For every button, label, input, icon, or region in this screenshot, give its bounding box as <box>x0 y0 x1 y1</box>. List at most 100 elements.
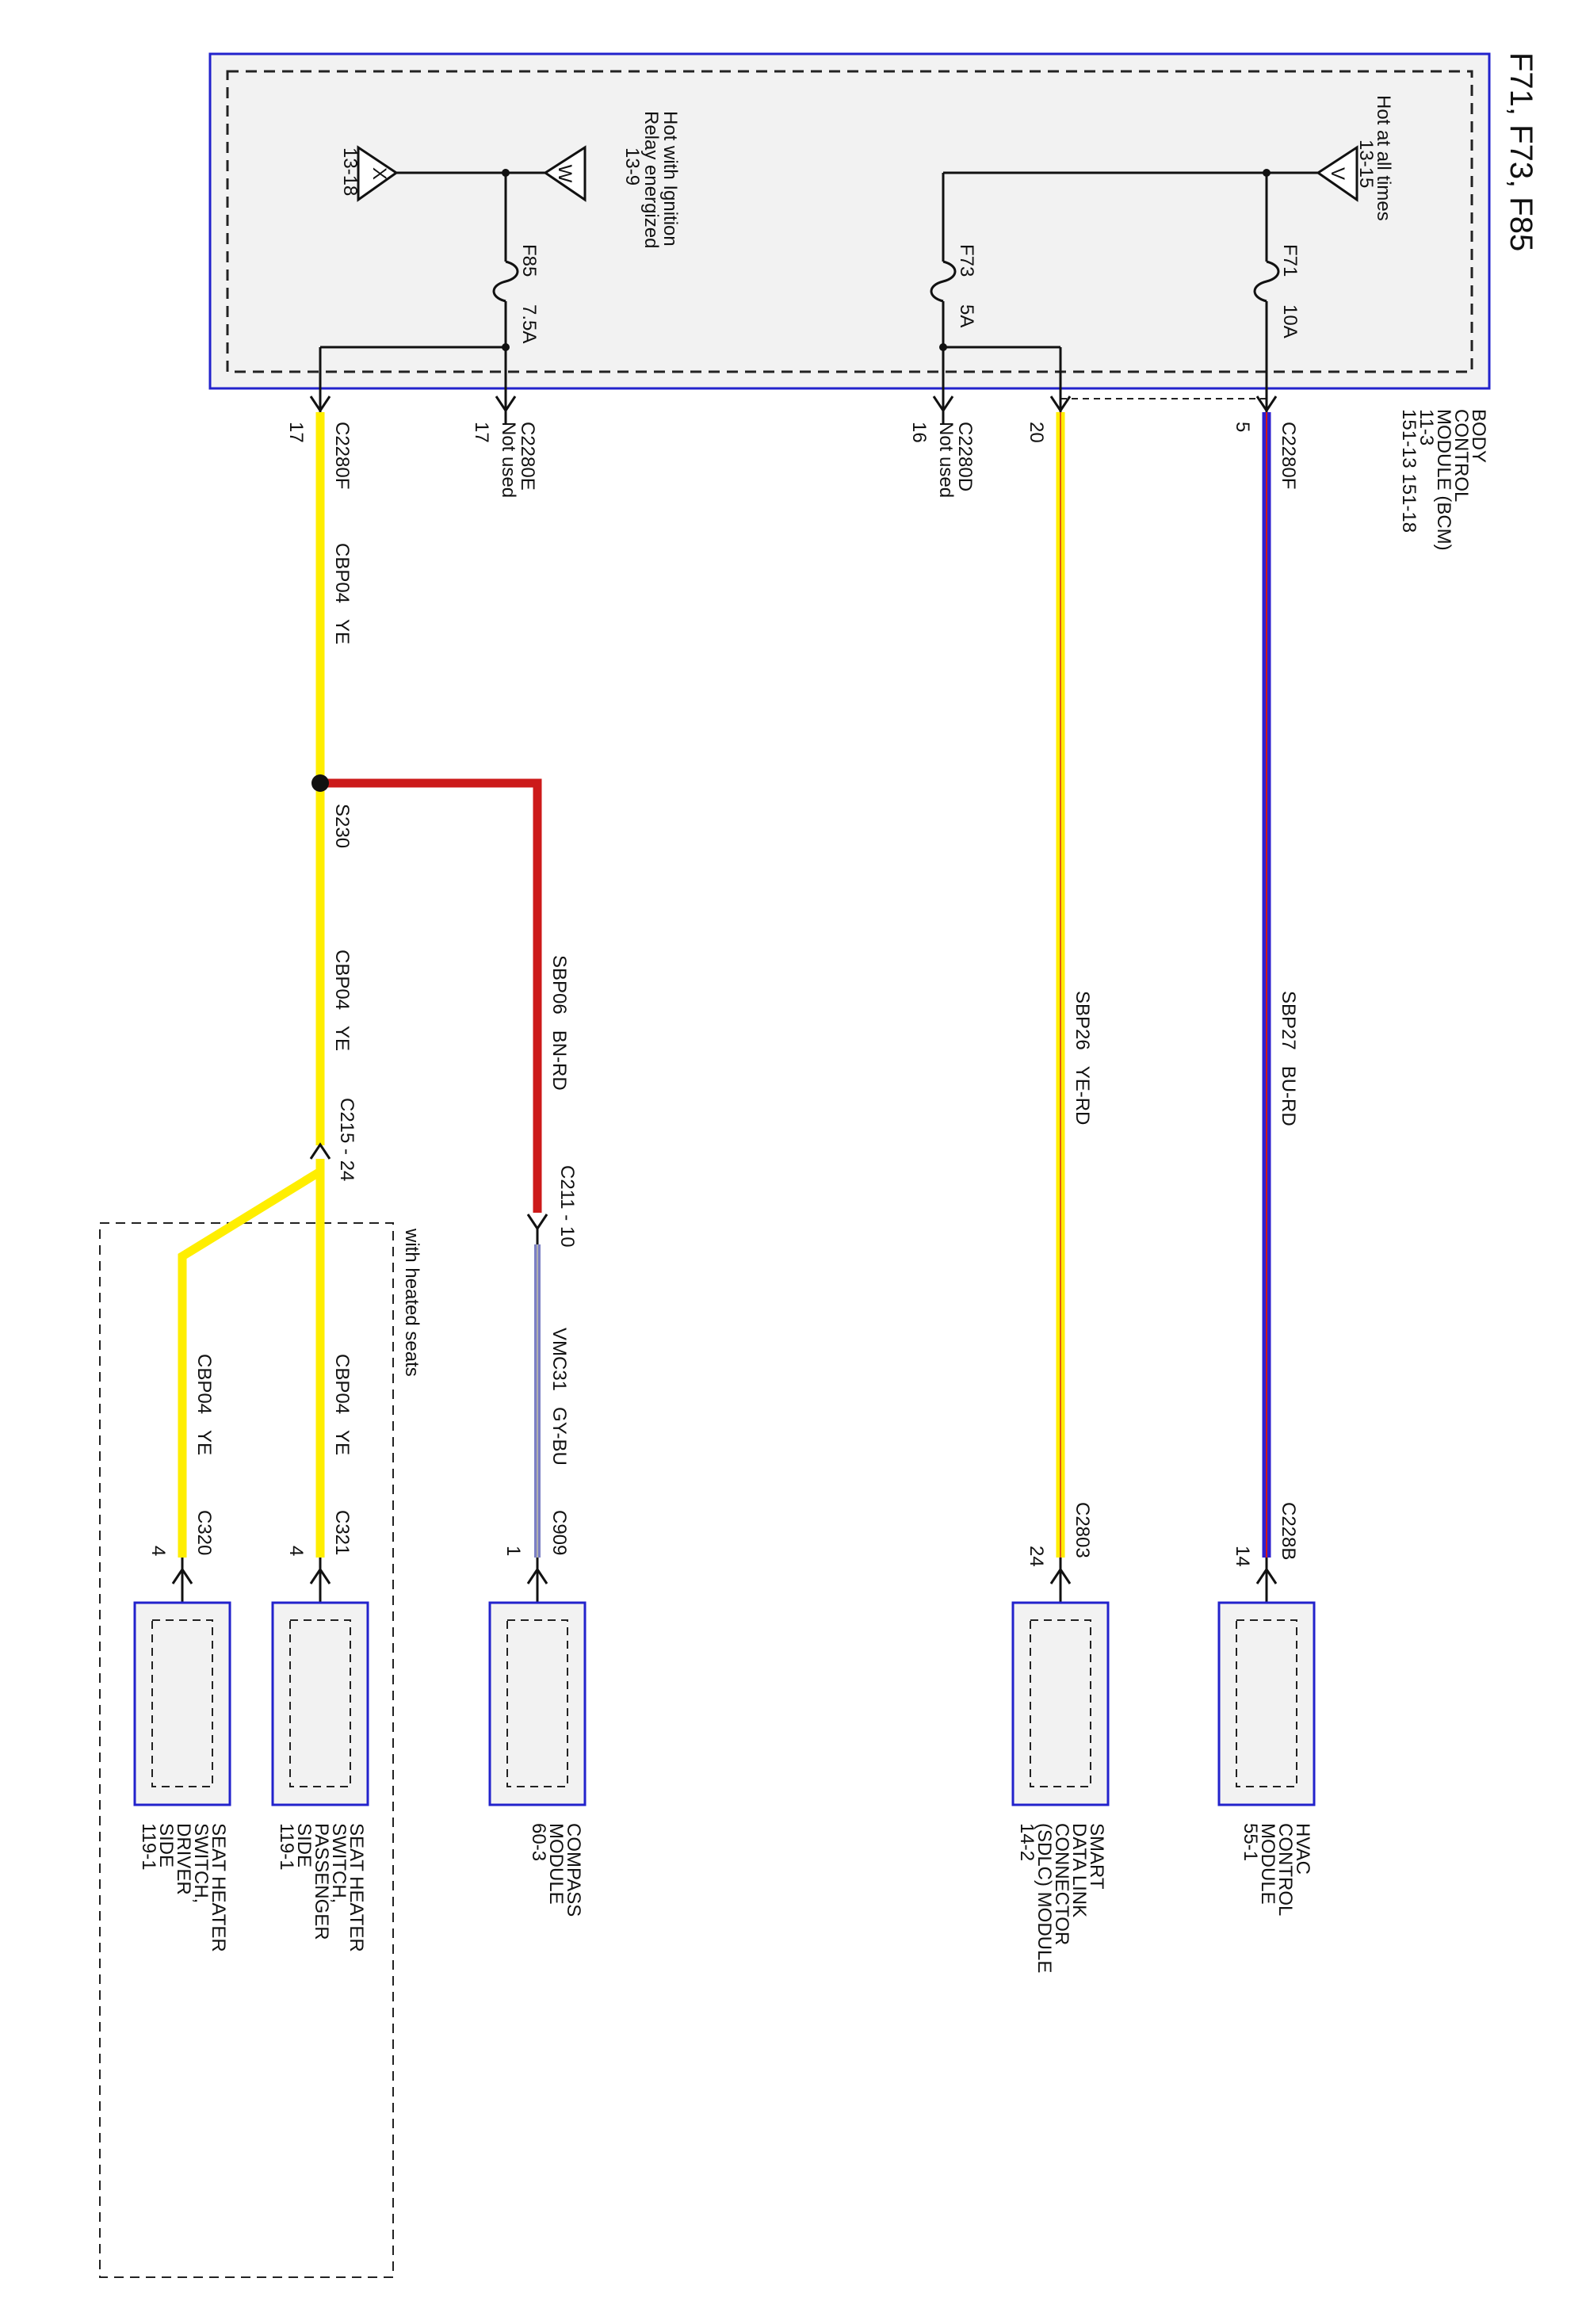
fuse-f71-label: F71 <box>1279 244 1301 277</box>
fuse-f73-label: F73 <box>956 244 977 277</box>
svg-text:V: V <box>1327 167 1348 180</box>
source-x: X 13-18 <box>339 145 399 202</box>
wire-cbp04-b-label: CBP04YE <box>331 950 353 1051</box>
pin-20-number: 20 <box>1026 422 1047 443</box>
pin-17e-number: 17 <box>471 422 492 443</box>
pin-17f-number: 17 <box>285 422 307 443</box>
source-w-label-2: Relay energized <box>640 111 662 248</box>
pin-5-connector: C2280F <box>1278 422 1299 489</box>
source-w: W Hot with Ignition Relay energized 13-9 <box>543 111 681 248</box>
svg-text:119-1: 119-1 <box>138 1823 159 1871</box>
bcm-enclosure <box>208 52 1491 390</box>
fuse-f71-symbol <box>1253 260 1280 303</box>
dest-sdlc-connector: C2803 <box>1072 1502 1093 1558</box>
pin-17e-connector: C2280E <box>517 422 538 491</box>
svg-text:DRIVER: DRIVER <box>173 1823 194 1895</box>
fuse-f73-rating: 5A <box>956 304 977 327</box>
dest-hvac-pin: 14 <box>1232 1546 1253 1567</box>
inline-c211-label: C211 - 10 <box>556 1165 578 1248</box>
module-hvac-label: HVAC CONTROL MODULE 55-1 <box>1240 1823 1313 1916</box>
fuse-f85-label: F85 <box>518 244 540 277</box>
svg-text:SMART: SMART <box>1086 1823 1107 1890</box>
source-w-triangle <box>543 145 587 202</box>
fuse-f71-rating: 10A <box>1279 304 1301 338</box>
module-seat-heater-driver <box>133 1601 231 1806</box>
module-seat-heater-driver-label: SEAT HEATER SWITCH, DRIVER SIDE 119-1 <box>138 1823 229 1952</box>
module-seat-heater-passenger-label: SEAT HEATER SWITCH, PASSENGER SIDE 119-1 <box>276 1823 367 1952</box>
inline-c211-symbol <box>526 1214 548 1231</box>
fuse-f85-symbol <box>492 260 519 303</box>
svg-text:(SDLC) MODULE: (SDLC) MODULE <box>1034 1823 1055 1973</box>
junction-dot <box>1263 169 1271 177</box>
wire-cbp04-a-label: CBP04YE <box>331 543 353 644</box>
fuse-f85-rating: 7.5A <box>518 304 540 343</box>
svg-text:BODY: BODY <box>1468 409 1489 463</box>
svg-text:W: W <box>554 165 575 183</box>
splice-s230-label: S230 <box>331 804 353 848</box>
dest-compass-pin: 1 <box>502 1546 524 1556</box>
dest-seat-drv-connector: C320 <box>193 1510 215 1555</box>
svg-text:60-3: 60-3 <box>528 1823 549 1861</box>
option-heated-seats-boundary <box>99 1222 394 2278</box>
fuse-f73-symbol <box>930 260 957 303</box>
module-sdlc <box>1011 1601 1110 1806</box>
svg-text:MODULE: MODULE <box>545 1823 567 1905</box>
module-sdlc-label: SMART DATA LINK CONNECTOR (SDLC) MODULE … <box>1016 1823 1107 1973</box>
svg-text:SWITCH,: SWITCH, <box>190 1823 212 1903</box>
svg-text:SIDE: SIDE <box>155 1823 177 1867</box>
inline-c215-symbol <box>309 1142 331 1160</box>
module-seat-heater-passenger <box>271 1601 369 1806</box>
pin-16-number: 16 <box>908 422 930 443</box>
pin-16-note: Not used <box>935 422 957 498</box>
module-compass <box>488 1601 587 1806</box>
source-x-triangle <box>357 145 399 202</box>
source-x-ref: 13-18 <box>339 147 361 196</box>
pin-5-number: 5 <box>1232 422 1253 432</box>
wire-cbp04-c-label: CBP04YE <box>331 1354 353 1455</box>
wire-sbp26-label: SBP26YE-RD <box>1072 991 1093 1125</box>
source-w-label: Hot with Ignition <box>659 111 681 247</box>
svg-text:SWITCH,: SWITCH, <box>328 1823 350 1903</box>
svg-text:PASSENGER: PASSENGER <box>311 1823 332 1940</box>
svg-text:HVAC: HVAC <box>1292 1823 1313 1875</box>
module-hvac <box>1217 1601 1316 1806</box>
pin-17f-connector: C2280F <box>331 422 353 489</box>
inline-c215-label: C215 - 24 <box>336 1098 357 1181</box>
dest-seat-drv-pin: 4 <box>147 1546 169 1556</box>
svg-text:119-1: 119-1 <box>276 1823 297 1871</box>
svg-text:14-2: 14-2 <box>1016 1823 1037 1861</box>
wire-cbp04-driver <box>178 1168 323 1558</box>
source-v: V Hot at all times 13-15 <box>1316 95 1394 221</box>
svg-text:CONNECTOR: CONNECTOR <box>1051 1823 1072 1945</box>
dest-seat-pass-connector: C321 <box>331 1510 353 1555</box>
bcm-label: BODY CONTROL MODULE (BCM) 11-3 151-13 15… <box>1398 409 1489 551</box>
junction-dot <box>502 343 510 351</box>
wire-sbp06-label: SBP06BN-RD <box>548 955 570 1091</box>
junction-dot <box>502 169 510 177</box>
svg-text:55-1: 55-1 <box>1240 1823 1261 1861</box>
wire-sbp27-label: SBP27BU-RD <box>1278 991 1299 1126</box>
destination-arrows <box>171 1558 1278 1603</box>
wire-sbp06 <box>320 778 542 1213</box>
pin-17e-note: Not used <box>498 422 519 498</box>
svg-text:SIDE: SIDE <box>293 1823 315 1867</box>
wire-vmc31-label: VMC31GY-BU <box>548 1328 570 1466</box>
wire-cbp04-d-label: CBP04YE <box>193 1354 215 1455</box>
bcm-internal-boundary <box>226 70 1473 373</box>
option-heated-seats-label: with heated seats <box>401 1228 422 1377</box>
svg-text:DATA LINK: DATA LINK <box>1068 1823 1090 1917</box>
junction-dot <box>939 343 947 351</box>
pin-16-connector: C2280D <box>954 422 976 491</box>
dest-sdlc-pin: 24 <box>1026 1546 1047 1567</box>
svg-text:MODULE (BCM): MODULE (BCM) <box>1433 409 1454 551</box>
svg-text:X: X <box>369 167 390 180</box>
splice-s230 <box>311 774 329 792</box>
dest-compass-connector: C909 <box>548 1510 570 1555</box>
svg-text:MODULE: MODULE <box>1257 1823 1278 1905</box>
source-w-ref: 13-9 <box>621 147 643 185</box>
svg-text:COMPASS: COMPASS <box>563 1823 584 1917</box>
dest-hvac-connector: C228B <box>1278 1502 1299 1560</box>
svg-text:CONTROL: CONTROL <box>1450 409 1472 502</box>
source-v-label: Hot at all times <box>1373 95 1394 221</box>
